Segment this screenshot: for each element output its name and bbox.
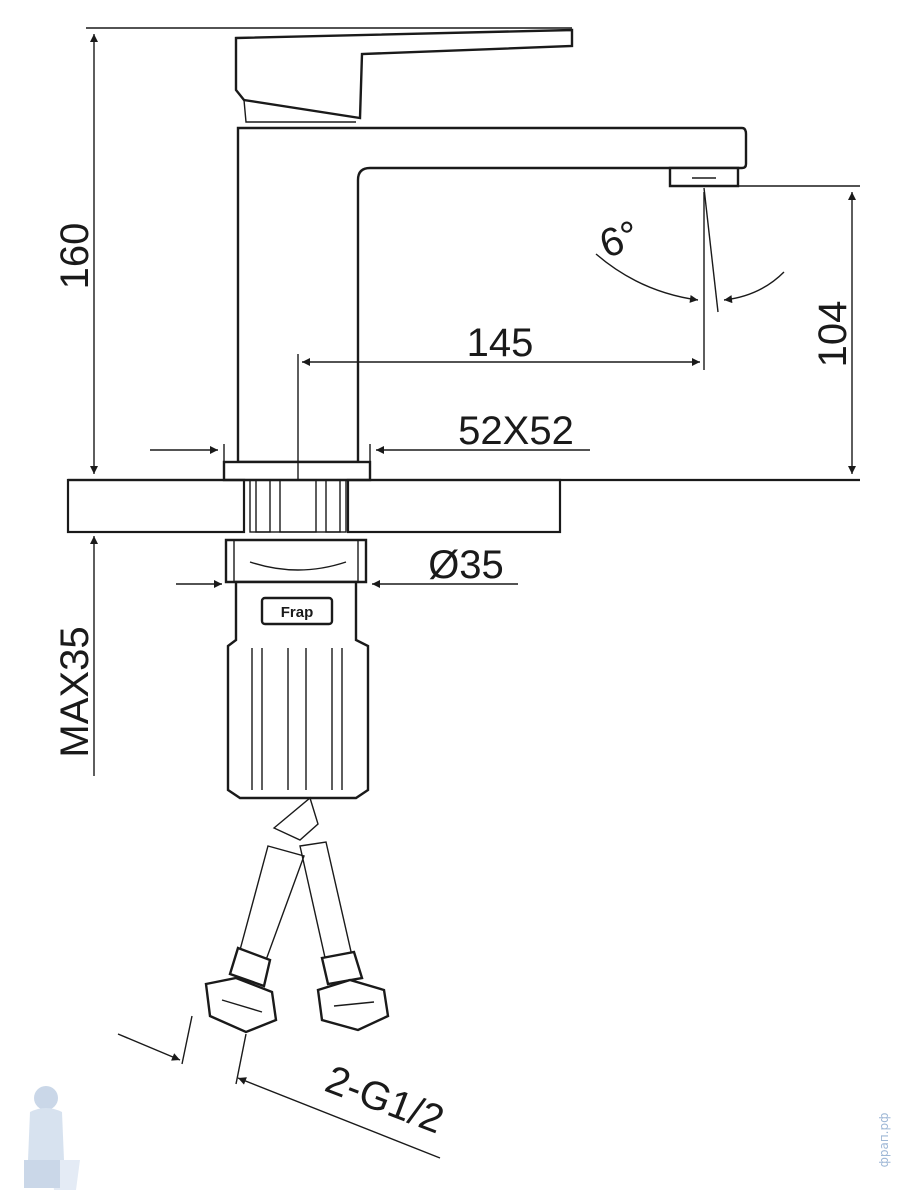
dim-spout-reach: 145 (467, 321, 534, 365)
supply-hoses (204, 796, 390, 1034)
mounting-nut-assembly: Frap (224, 538, 370, 800)
brand-logo-text: Frap (281, 604, 314, 621)
site-watermark-text: фрап.рф (877, 1113, 891, 1168)
plumber-mascot-watermark (24, 1086, 80, 1190)
dim-spout-height: 104 (811, 301, 855, 368)
faucet-body (222, 28, 748, 482)
countertop-section (66, 478, 860, 534)
dim-hose-thread: 2-G1/2 (320, 1057, 450, 1142)
dim-base-size: 52X52 (458, 409, 574, 453)
dim-shank-diameter: Ø35 (428, 543, 504, 587)
dim-height-total: 160 (53, 223, 97, 290)
dimension-lines (68, 27, 860, 1159)
dim-max-counter-thickness: MAX35 (53, 626, 97, 757)
